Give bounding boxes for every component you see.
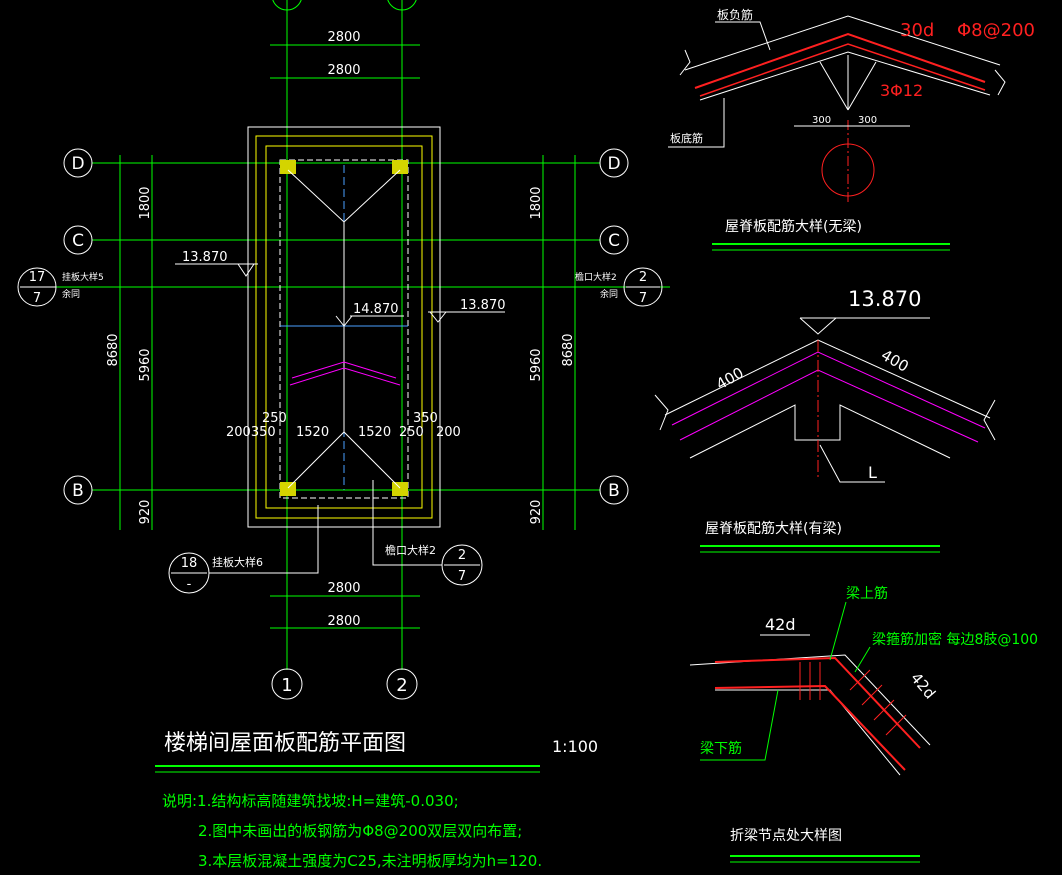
detail1-rebar: Φ8@200 [957, 20, 1035, 41]
callout-bot-left-note: 挂板大样6 [212, 555, 263, 569]
callout-bot-right-bottom: 7 [458, 569, 466, 584]
note-2: 2.图中未画出的板钢筋为Φ8@200双层双向布置; [198, 822, 522, 840]
callout-left-note2: 余同 [62, 288, 80, 300]
axis-label-1: 1 [281, 675, 292, 696]
detail2-elev: 13.870 [848, 287, 921, 311]
axis-bubble-c-left [63, 225, 93, 255]
dim-left-8680: 8680 [106, 333, 121, 366]
dim-bot-2800-a: 2800 [327, 581, 360, 596]
note-3: 3.本层板混凝土强度为C25,未注明板厚均为h=120. [198, 852, 542, 870]
callout-bot-left-bottom: - [187, 577, 192, 592]
dim-right-1800: 1800 [529, 186, 544, 219]
column [392, 482, 408, 496]
ridge-detail-no-beam: 300 300 板负筋 板底筋 30d Φ8@200 3Φ12 屋脊板配筋大样(… [668, 7, 1035, 251]
detail3-stirrup: 梁箍筋加密 每边8肢@100 [872, 631, 1038, 648]
axis-bubble-b-right [599, 475, 629, 505]
detail2-beam: L [868, 463, 877, 482]
detail3-label-bot: 梁下筋 [700, 740, 742, 757]
callout-right-bottom: 7 [639, 291, 647, 306]
dim-right-5960: 5960 [529, 348, 544, 381]
column [280, 482, 296, 496]
roof-outline [247, 126, 441, 528]
detail3-lap-a: 42d [765, 615, 796, 634]
elev-center: 14.870 [353, 302, 399, 317]
callout-left-note: 挂板大样5 [62, 271, 104, 283]
callout-right-top: 2 [639, 270, 647, 285]
axis-bubble-d-right [599, 148, 629, 178]
callout-right-note2: 余同 [600, 288, 618, 300]
detail1-lap: 30d [900, 20, 934, 41]
dim-right-8680: 8680 [561, 333, 576, 366]
detail3-lap-b: 42d [907, 669, 939, 702]
callout-bot-right-top: 2 [458, 548, 466, 563]
dim-left-1800: 1800 [138, 186, 153, 219]
axis-bubble-d-left [63, 148, 93, 178]
axis-bubble-c-right [599, 225, 629, 255]
detail1-dim-a: 300 [812, 115, 831, 126]
dim-250: 250 [262, 411, 287, 426]
ridge-detail-with-beam: 13.870 L 400 400 屋脊板配筋大样(有梁) [654, 287, 996, 553]
dim-250-b: 250 [399, 425, 424, 440]
axis-label-d-right: D [607, 154, 620, 174]
column [280, 160, 296, 174]
dim-top-2800-b: 2800 [327, 63, 360, 78]
axis-bubble-1-top [272, 0, 302, 11]
detail1-title: 屋脊板配筋大样(无梁) [725, 218, 862, 235]
plan-title: 楼梯间屋面板配筋平面图 [164, 731, 406, 756]
dim-left-5960: 5960 [138, 348, 153, 381]
elev-right: 13.870 [460, 298, 506, 313]
dim-200350: 200350 [226, 425, 276, 440]
dim-left-920: 920 [138, 500, 153, 525]
dim-350: 350 [413, 411, 438, 426]
dim-200: 200 [436, 425, 461, 440]
note-1: 说明:1.结构标高随建筑找坡:H=建筑-0.030; [162, 792, 459, 810]
callout-left-top: 17 [29, 270, 46, 285]
elev-left: 13.870 [182, 250, 228, 265]
axis-label-d-left: D [71, 154, 84, 174]
callout-bot-left-top: 18 [181, 556, 198, 571]
stair-roof-plan: D C B D C B 1 2 2800 2800 2800 2800 1800… [17, 0, 670, 870]
plan-scale: 1:100 [552, 737, 598, 756]
detail3-title: 折梁节点处大样图 [730, 828, 842, 844]
axis-bubble-2 [386, 668, 418, 700]
axis-bubble-2-top [387, 0, 417, 11]
dim-right-920: 920 [529, 500, 544, 525]
callout-right [623, 267, 663, 307]
callout-right-note: 檐口大样2 [575, 271, 617, 283]
dim-top-2800-a: 2800 [327, 30, 360, 45]
dim-1520-a: 1520 [296, 425, 329, 440]
dim-bot-2800-b: 2800 [327, 614, 360, 629]
axis-label-b-left: B [72, 481, 84, 501]
axis-label-c-right: C [608, 231, 620, 251]
column [392, 160, 408, 174]
detail1-label-top: 板负筋 [717, 7, 753, 22]
detail1-label-bot: 板底筋 [670, 131, 703, 145]
callout-bot-right-note: 檐口大样2 [385, 543, 436, 557]
axis-label-2: 2 [396, 675, 407, 696]
callout-left-bottom: 7 [33, 291, 41, 306]
axis-label-c-left: C [72, 231, 84, 251]
detail3-label-top: 梁上筋 [846, 585, 888, 602]
detail2-dim-b: 400 [878, 346, 912, 376]
folded-beam-detail: 42d 42d 梁上筋 梁箍筋加密 每边8肢@100 梁下筋 折梁节点处大样图 [689, 585, 1038, 863]
axis-bubble-b-left [63, 475, 93, 505]
dim-1520-b: 1520 [358, 425, 391, 440]
detail1-bars: 3Φ12 [880, 81, 923, 100]
detail2-title: 屋脊板配筋大样(有梁) [705, 520, 842, 537]
axis-bubble-1 [271, 668, 303, 700]
axis-label-b-right: B [608, 481, 620, 501]
detail1-dim-b: 300 [858, 115, 877, 126]
